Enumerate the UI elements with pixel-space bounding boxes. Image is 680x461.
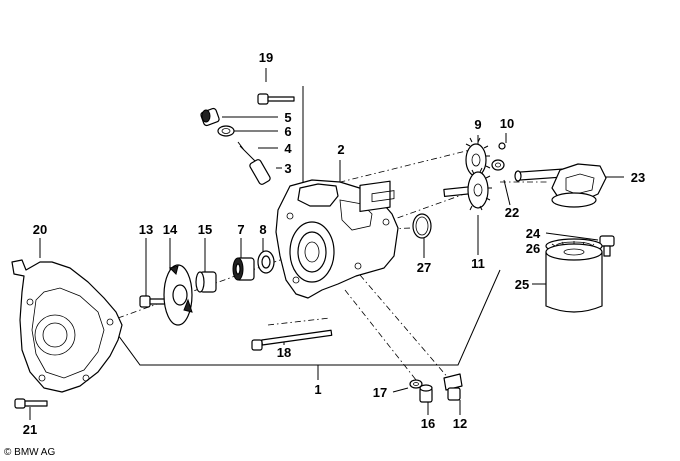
callout-1: 1 [314,382,321,397]
washer-17 [409,379,423,389]
bolt-18 [251,329,333,351]
plug-5 [200,107,220,127]
oil-filter-25 [545,243,603,313]
leader-lines [29,68,624,420]
callout-22: 22 [505,205,519,220]
callout-2: 2 [337,142,344,157]
bolt-13 [139,295,169,308]
callout-labels: 1 2 3 4 5 6 7 8 9 10 11 12 13 14 15 16 1… [23,50,645,437]
piston-3 [249,159,271,185]
callout-5: 5 [284,110,291,125]
washer-22 [491,159,505,171]
callout-27: 27 [417,260,431,275]
bolt-21 [14,398,48,409]
callout-6: 6 [284,124,291,139]
callout-21: 21 [23,422,37,437]
callout-26: 26 [526,241,540,256]
callout-24: 24 [526,226,541,241]
bearing-7 [232,257,255,281]
callout-17: 17 [373,385,387,400]
callout-18: 18 [277,345,291,360]
seal-8 [257,250,275,274]
callout-4: 4 [284,141,292,156]
washer-10 [498,142,506,150]
callout-25: 25 [515,277,529,292]
callout-9: 9 [474,117,481,132]
gear-9 [465,137,491,181]
o-ring-27 [412,213,432,239]
callout-20: 20 [33,222,47,237]
copyright-text: © BMW AG [4,447,55,458]
plug-12 [443,373,463,401]
cover-plate [11,259,123,393]
plug-16 [419,384,433,403]
callout-13: 13 [139,222,153,237]
washer-6 [217,125,235,137]
impeller-14 [163,264,193,326]
callout-7: 7 [237,222,244,237]
pump-housing-2 [275,179,399,299]
oil-pickup-23 [514,163,607,208]
callout-3: 3 [284,161,291,176]
bushing-15 [195,271,217,293]
gear-11 [443,167,492,211]
callout-11: 11 [471,256,485,271]
callout-14: 14 [163,222,178,237]
callout-15: 15 [198,222,212,237]
bolt-24 [599,235,615,257]
callout-12: 12 [453,416,467,431]
callout-8: 8 [259,222,266,237]
callout-19: 19 [259,50,273,65]
spring-4 [237,141,257,163]
bolt-19 [257,93,295,105]
callout-10: 10 [500,116,514,131]
callout-16: 16 [421,416,435,431]
callout-23: 23 [631,170,645,185]
